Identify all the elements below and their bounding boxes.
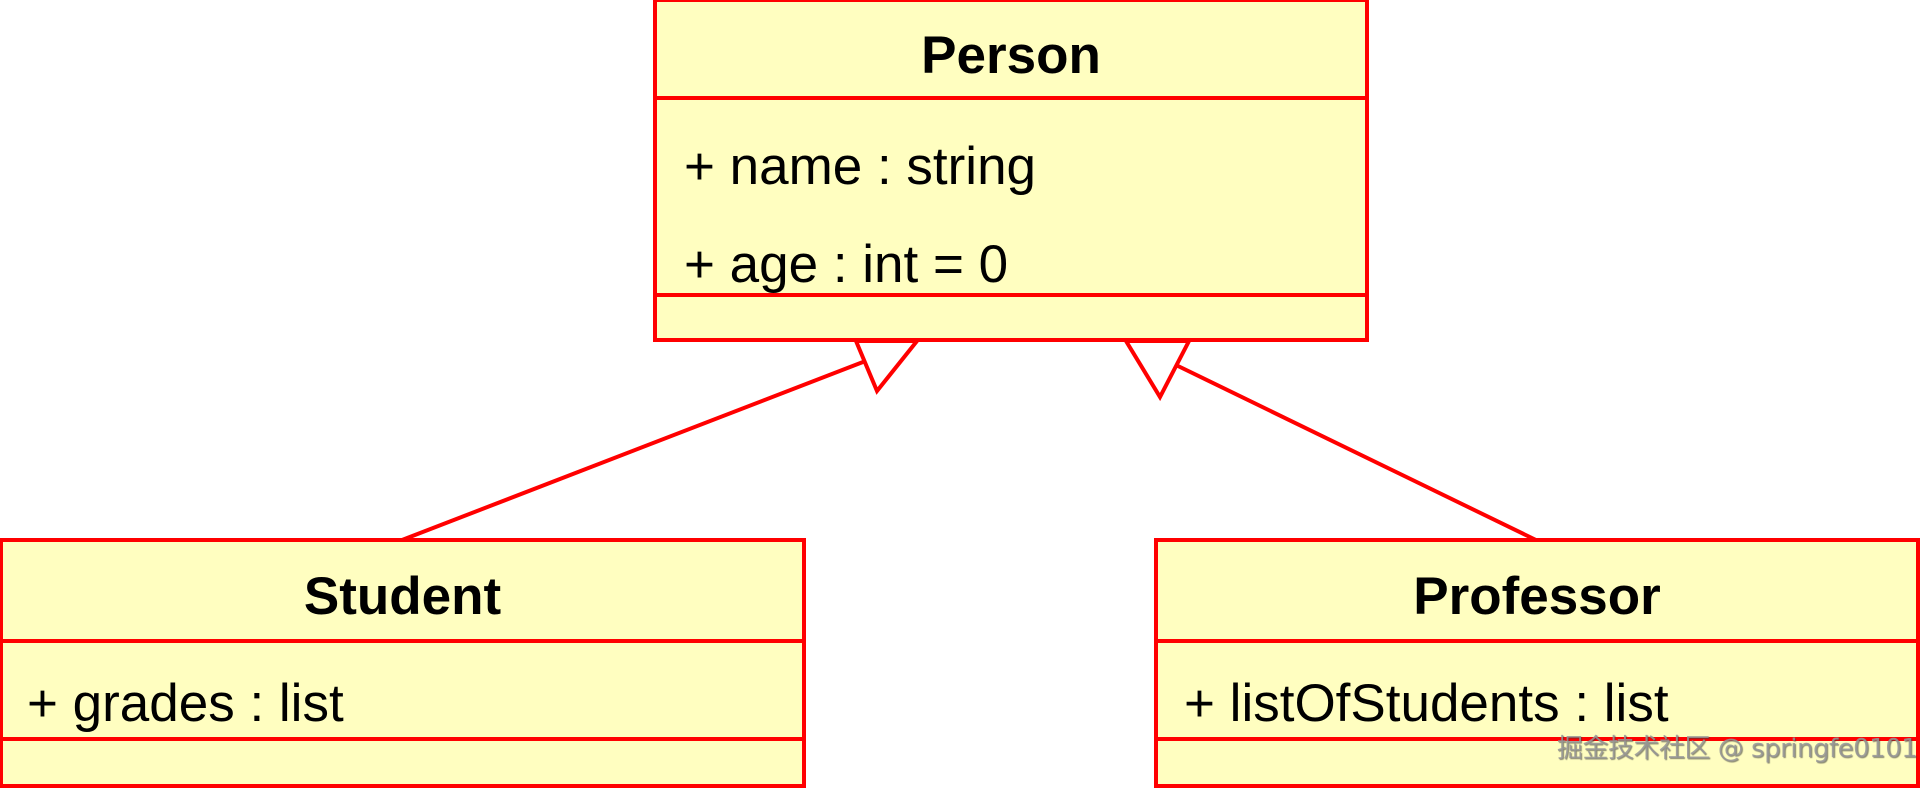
generalization-professor-to-person: [1122, 339, 1537, 542]
operations-compartment: [657, 297, 1365, 338]
attributes-compartment: + listOfStudents : list: [1158, 643, 1916, 741]
inheritance-arrowhead-icon: [852, 339, 922, 395]
attribute-age: + age : int = 0: [684, 235, 1009, 294]
attributes-compartment: + name : string + age : int = 0: [657, 100, 1365, 297]
class-professor[interactable]: Professor + listOfStudents : list: [1154, 538, 1920, 788]
class-student[interactable]: Student + grades : list: [0, 538, 806, 788]
attribute-grades: + grades : list: [27, 674, 344, 733]
attributes-compartment: + grades : list: [3, 643, 802, 741]
attribute-name: + name : string: [684, 137, 1037, 196]
attribute-listOfStudents: + listOfStudents : list: [1184, 674, 1669, 733]
inheritance-arrowhead-icon: [1122, 339, 1193, 402]
class-name: Student: [3, 542, 802, 643]
class-title-person: Person: [921, 25, 1101, 85]
watermark: 掘金技术社区 @ springfe0101: [1557, 734, 1918, 764]
class-person[interactable]: Person + name : string + age : int = 0: [653, 0, 1369, 342]
generalization-student-to-person: [401, 339, 922, 542]
class-title-professor: Professor: [1413, 567, 1661, 626]
class-name: Professor: [1158, 542, 1916, 643]
class-name: Person: [657, 2, 1365, 100]
class-title-student: Student: [303, 567, 502, 626]
operations-compartment: [3, 741, 802, 784]
